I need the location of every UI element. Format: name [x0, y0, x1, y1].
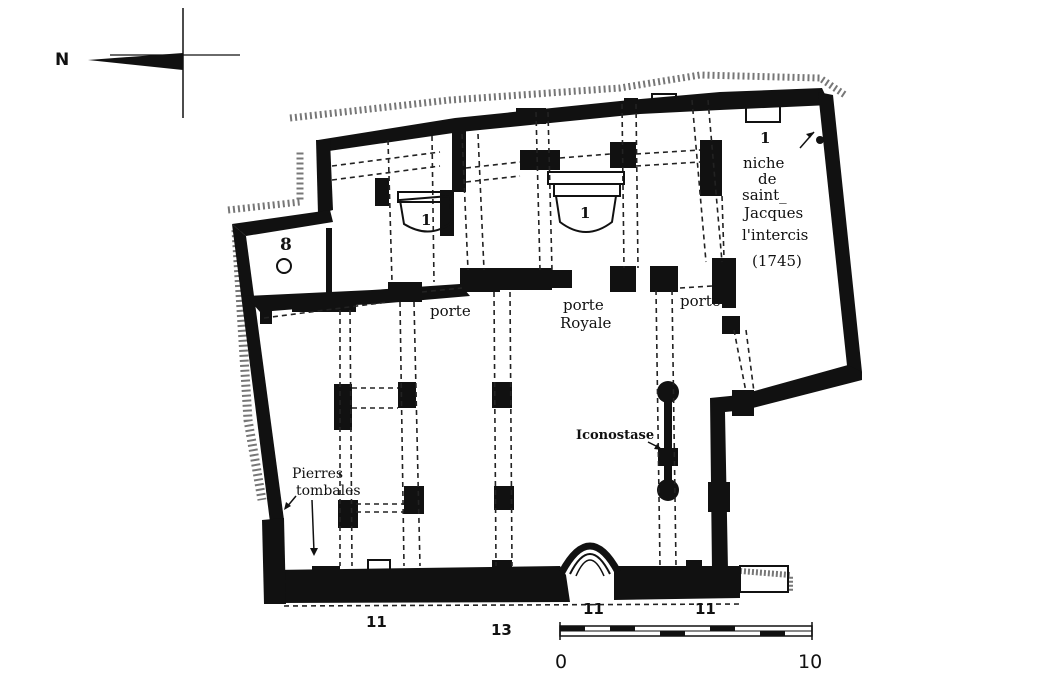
porte-royale-line-2: Royale: [560, 314, 612, 332]
north-arrow: N: [55, 8, 240, 118]
chapel-1-right-label: 1: [760, 129, 770, 147]
chapel-walls: [260, 93, 781, 324]
bottom-11-b-label: 11: [583, 600, 604, 618]
bottom-11-c-label: 11: [695, 600, 716, 618]
porte-royale-line-1: porte: [563, 296, 604, 314]
north-label: N: [55, 50, 69, 70]
porte-right-label: porte: [680, 292, 721, 310]
iconostase-label: Iconostase: [576, 428, 654, 443]
niche-line-2: de: [758, 170, 777, 188]
pierres-line-2: tombales: [296, 483, 361, 499]
vault-lines: [263, 99, 755, 607]
chapel-1-left-label: 1: [421, 211, 431, 229]
nave-piers: [312, 316, 754, 580]
pierres-line-1: Pierres: [292, 466, 343, 482]
annotation-arrows: [284, 131, 824, 556]
plan-labels: 8 1 1 1 niche de saint_ Jacques l'interc…: [280, 129, 808, 639]
scale-end-label: 10: [798, 651, 822, 673]
niche-line-1: niche: [743, 154, 785, 172]
chapel-1-center-label: 1: [580, 204, 590, 222]
niche-line-6: (1745): [752, 252, 802, 270]
niche-line-4: Jacques: [742, 204, 803, 222]
bottom-13-label: 13: [491, 621, 512, 639]
chapel-altars: [276, 171, 625, 575]
niche-line-5: l'intercis: [742, 226, 808, 244]
porte-left-label: porte: [430, 302, 471, 320]
room-8-label: 8: [280, 235, 292, 255]
niche-line-3: saint_: [742, 186, 787, 204]
outer-walls: [232, 88, 862, 604]
bottom-11-a-label: 11: [366, 613, 387, 631]
scale-bar: 0 10: [555, 622, 822, 673]
scale-start-label: 0: [555, 651, 567, 673]
